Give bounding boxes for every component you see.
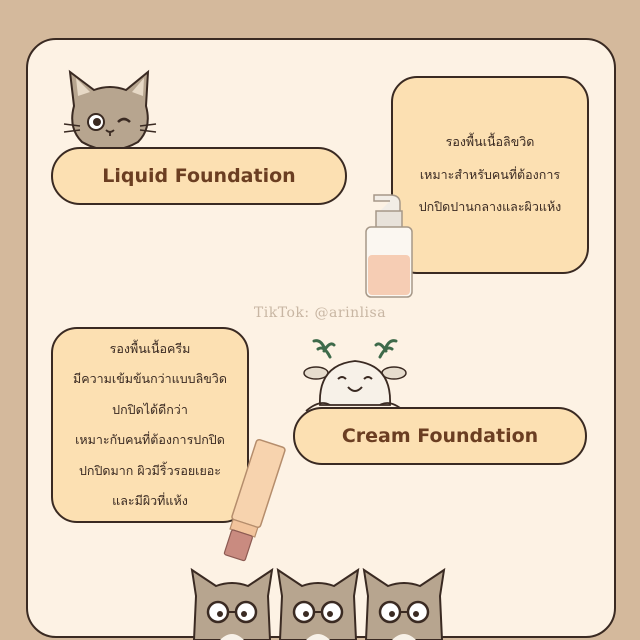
cream-line-5: ปกปิดมาก ผิวมีริ้วรอยเยอะ bbox=[78, 462, 222, 478]
cat-glasses-1 bbox=[190, 567, 274, 640]
cream-line-1: รองพื้นเนื้อครีม bbox=[109, 340, 191, 356]
liquid-foundation-description: รองพื้นเนื้อลิขวิด เหมาะสำหรับคนที่ต้องก… bbox=[391, 76, 589, 274]
liquid-foundation-title: Liquid Foundation bbox=[51, 147, 347, 205]
liquid-line-2: เหมาะสำหรับคนที่ต้องการ bbox=[419, 166, 561, 182]
cream-foundation-title: Cream Foundation bbox=[293, 407, 587, 465]
cream-tube-icon bbox=[223, 438, 286, 562]
cat-icon bbox=[63, 69, 157, 151]
tiktok-watermark: TikTok: @arinlisa bbox=[253, 305, 387, 321]
liquid-line-3: ปกปิดปานกลางและผิวแห้ง bbox=[418, 199, 562, 215]
cream-line-2: มีความเข้มข้นกว่าแบบลิขวิด bbox=[73, 371, 227, 386]
cream-foundation-description: รองพื้นเนื้อครีม มีความเข้มข้นกว่าแบบลิข… bbox=[51, 327, 249, 523]
cats-with-glasses-icon bbox=[190, 567, 446, 640]
foundation-bottle-icon bbox=[365, 194, 413, 298]
cream-line-4: เหมาะกับคนที่ต้องการปกปิด bbox=[75, 432, 225, 447]
deer-icon bbox=[303, 339, 407, 412]
cat-glasses-3 bbox=[362, 567, 446, 640]
liquid-line-1: รองพื้นเนื้อลิขวิด bbox=[445, 134, 535, 150]
cream-line-6: และมีผิวที่แห้ง bbox=[112, 493, 188, 508]
cat-glasses-2 bbox=[276, 567, 360, 640]
cream-line-3: ปกปิดได้ดีกว่า bbox=[112, 401, 188, 417]
